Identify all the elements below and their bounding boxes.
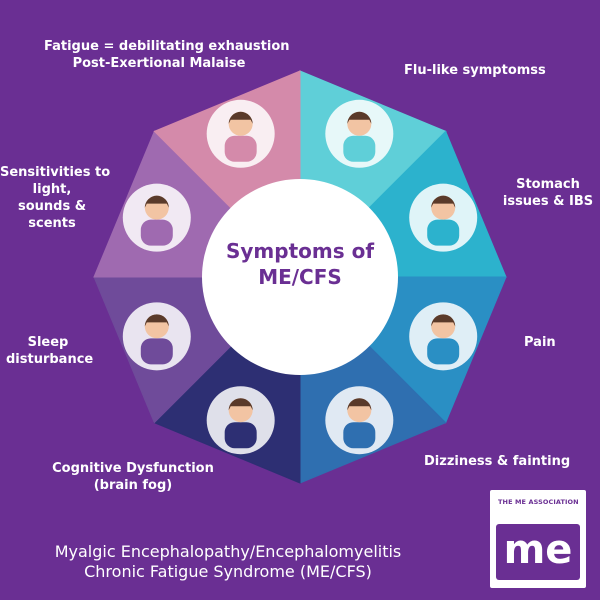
logo-mark-text: me <box>503 527 573 573</box>
label-flu-line-1: Flu-like symptomss <box>404 63 546 78</box>
label-stomach-line-2: issues & IBS <box>502 194 594 209</box>
label-sensitivities-line-3: sounds & <box>17 199 87 214</box>
footer-line-1: Myalgic Encephalopathy/Encephalomyelitis <box>54 542 402 561</box>
neck-pain-icon <box>409 302 478 371</box>
center-title-line-2: ME/CFS <box>258 265 342 289</box>
covering-ears-icon <box>122 183 191 252</box>
label-fatigue-line-1: Fatigue = debilitating exhaustion <box>44 39 290 54</box>
label-fatigue: Fatigue = debilitating exhaustion Post-E… <box>44 38 290 72</box>
stomach-ache-icon <box>409 183 478 252</box>
confused-person-icon <box>206 386 275 455</box>
label-stomach-line-1: Stomach <box>516 177 580 192</box>
label-stomach: Stomach issues & IBS <box>500 176 596 210</box>
center-title: Symptoms of ME/CFS <box>195 238 405 290</box>
me-association-logo: THE ME ASSOCIATION me <box>490 490 586 588</box>
logo-top-text: THE ME ASSOCIATION <box>498 498 579 506</box>
label-sensitivities-line-2: light, <box>32 182 72 197</box>
dizzy-person-icon <box>325 386 394 455</box>
person-blanket-icon <box>325 99 394 168</box>
label-dizziness: Dizziness & fainting <box>424 453 570 470</box>
person-in-bed-icon <box>206 99 275 168</box>
label-cognitive-line-2: (brain fog) <box>93 478 173 493</box>
label-dizziness-line-1: Dizziness & fainting <box>424 454 571 469</box>
logo-mark: me <box>496 524 580 580</box>
label-sleep-line-2: disturbance <box>6 352 94 367</box>
label-cognitive: Cognitive Dysfunction (brain fog) <box>48 460 218 494</box>
center-title-line-1: Symptoms of <box>225 239 375 263</box>
label-pain-line-1: Pain <box>524 335 556 350</box>
label-sensitivities: Sensitivities to light, sounds & scents <box>0 164 111 232</box>
footer-line-2: Chronic Fatigue Syndrome (ME/CFS) <box>84 562 372 581</box>
label-flu: Flu-like symptomss <box>404 62 546 79</box>
center-circle <box>202 179 398 375</box>
label-pain: Pain <box>524 334 556 351</box>
label-sleep-line-1: Sleep <box>27 335 69 350</box>
label-sleep: Sleep disturbance <box>6 334 94 368</box>
label-sensitivities-line-1: Sensitivities to <box>0 165 111 180</box>
sleepless-woman-icon <box>122 302 191 371</box>
label-cognitive-line-1: Cognitive Dysfunction <box>52 461 214 476</box>
label-fatigue-line-2: Post-Exertional Malaise <box>72 56 246 71</box>
label-sensitivities-line-4: scents <box>28 216 76 231</box>
